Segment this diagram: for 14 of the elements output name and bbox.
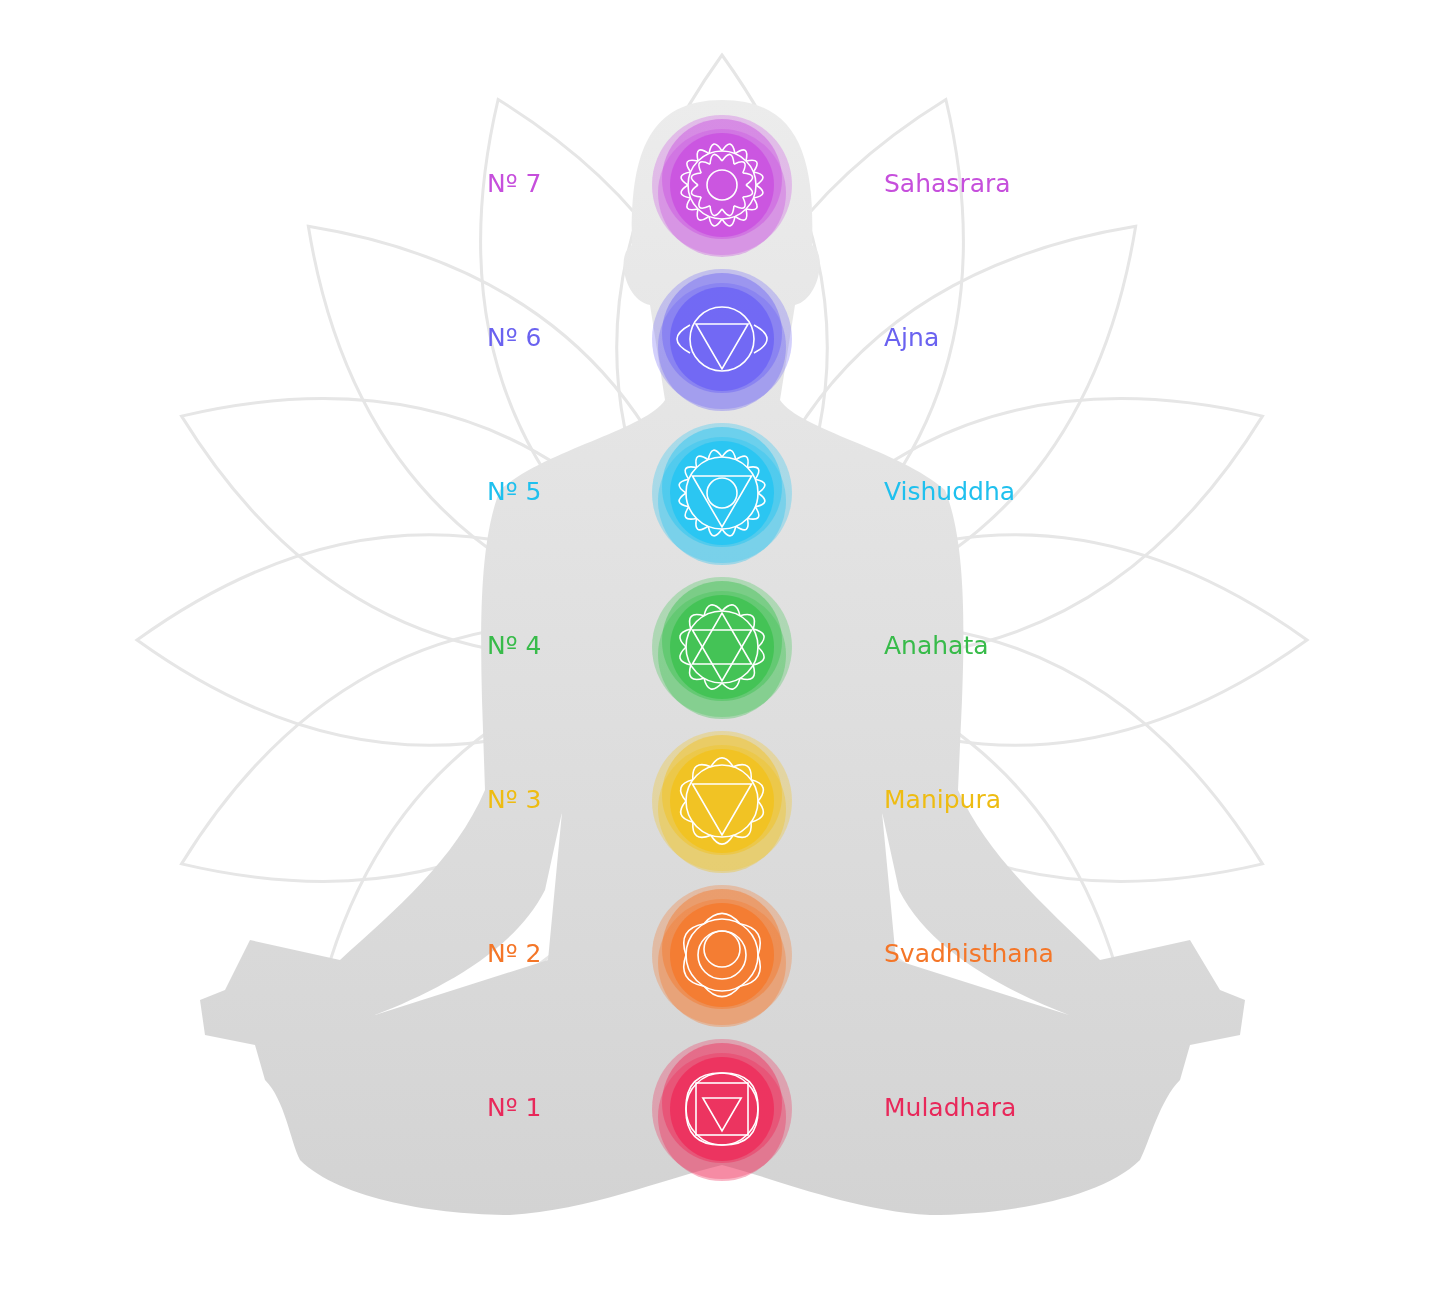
- chakra-number: Nº 4: [487, 631, 542, 661]
- chakra-number: Nº 6: [487, 323, 542, 353]
- chakra-name: Ajna: [884, 323, 940, 353]
- chakra-number: Nº 7: [487, 169, 542, 199]
- chakra-name: Vishuddha: [884, 477, 1016, 507]
- chakra-number: Nº 1: [487, 1093, 542, 1123]
- chakra-name: Svadhisthana: [884, 939, 1054, 969]
- chakra-number: Nº 5: [487, 477, 542, 507]
- chakra-name: Sahasrara: [884, 169, 1011, 199]
- chakra-name: Muladhara: [884, 1093, 1017, 1123]
- chakra-name: Anahata: [884, 631, 989, 661]
- chakra-number: Nº 2: [487, 939, 542, 969]
- chakra-number: Nº 3: [487, 785, 542, 815]
- chakra-name: Manipura: [884, 785, 1001, 815]
